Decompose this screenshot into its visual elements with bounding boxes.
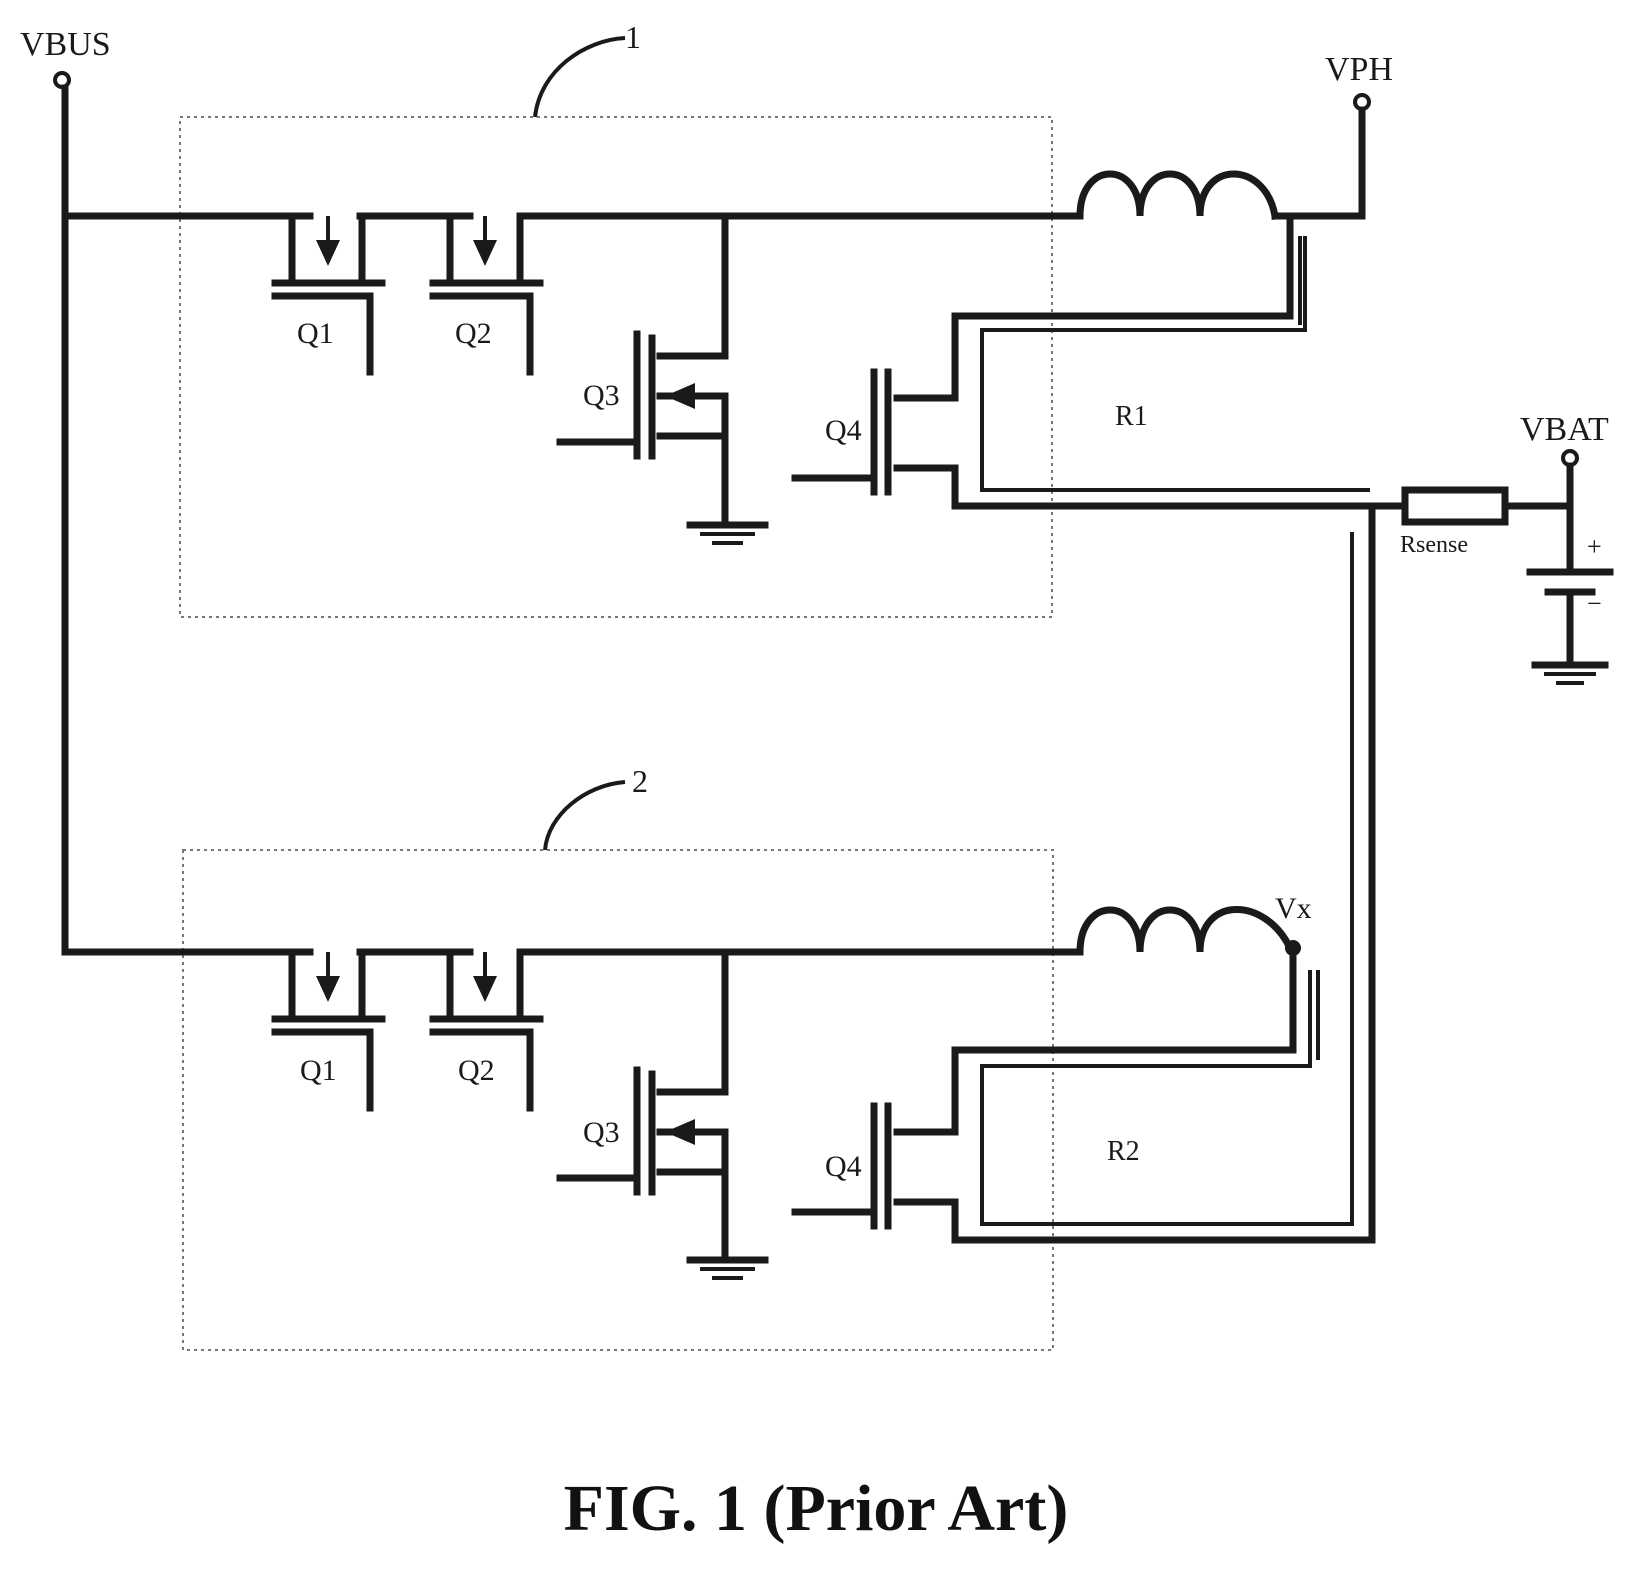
vx-label: Vx <box>1275 892 1312 925</box>
ground-bottom-q3 <box>690 1260 765 1278</box>
block-1-boundary <box>180 117 1052 617</box>
rsense-resistor <box>1370 490 1570 522</box>
block-2-leader <box>545 782 625 850</box>
q1-bottom-label: Q1 <box>300 1054 337 1087</box>
block-2-label: 2 <box>632 763 648 799</box>
battery-plus-label: + <box>1587 532 1602 561</box>
figure-caption: FIG. 1 (Prior Art) <box>564 1472 1069 1545</box>
r2-sense-path <box>982 532 1352 1224</box>
q2-top-label: Q2 <box>455 317 492 350</box>
r1-sense-path <box>982 236 1370 490</box>
ground-battery <box>1535 665 1605 683</box>
block-1-label: 1 <box>625 19 641 55</box>
vbus-label: VBUS <box>20 26 111 63</box>
q1-top-label: Q1 <box>297 317 334 350</box>
battery <box>1530 466 1610 665</box>
q4-top-label: Q4 <box>825 414 862 447</box>
q3-bottom-label: Q3 <box>583 1116 620 1149</box>
inductor-top <box>1080 110 1362 216</box>
q3-bottom-transistor <box>560 952 725 1260</box>
q4-top-transistor <box>795 216 1370 506</box>
block-1-leader <box>535 38 625 117</box>
q3-top-label: Q3 <box>583 379 620 412</box>
vbat-label: VBAT <box>1520 411 1609 448</box>
block-2-boundary <box>183 850 1053 1350</box>
r1-label: R1 <box>1115 401 1148 432</box>
q4-bottom-label: Q4 <box>825 1150 862 1183</box>
ground-top-q3 <box>690 525 765 543</box>
rsense-label: Rsense <box>1400 532 1468 558</box>
q2-bottom-label: Q2 <box>458 1054 495 1087</box>
vph-label: VPH <box>1325 51 1393 88</box>
inductor-bottom <box>1080 909 1301 956</box>
q3-top-transistor <box>560 216 725 525</box>
battery-minus-label: − <box>1587 589 1602 618</box>
r2-label: R2 <box>1107 1136 1140 1167</box>
